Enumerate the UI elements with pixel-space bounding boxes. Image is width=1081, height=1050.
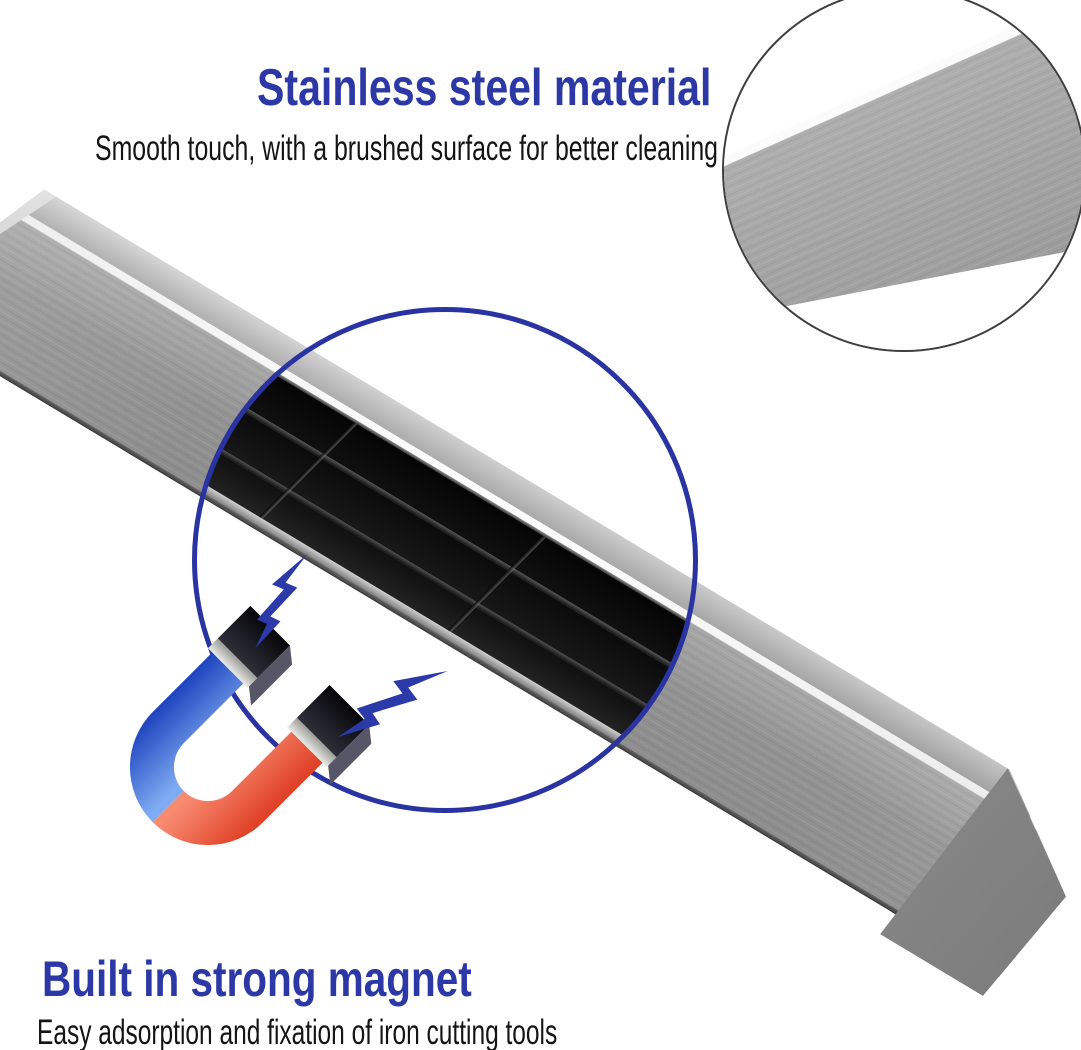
magnifier-detail-circle bbox=[722, 0, 1081, 352]
bottom-title: Built in strong magnet bbox=[42, 951, 472, 1007]
top-subtitle: Smooth touch, with a brushed surface for… bbox=[95, 129, 718, 168]
top-title: Stainless steel material bbox=[257, 59, 712, 117]
lightning-bolt-icon bbox=[255, 554, 308, 649]
bottom-subtitle: Easy adsorption and fixation of iron cut… bbox=[37, 1013, 558, 1050]
magnet-tip bbox=[287, 685, 372, 785]
horseshoe-magnet-icon bbox=[130, 605, 372, 845]
highlight-circle bbox=[192, 307, 698, 813]
lightning-bolt-icon bbox=[338, 671, 448, 737]
magnet-tip bbox=[207, 605, 293, 706]
